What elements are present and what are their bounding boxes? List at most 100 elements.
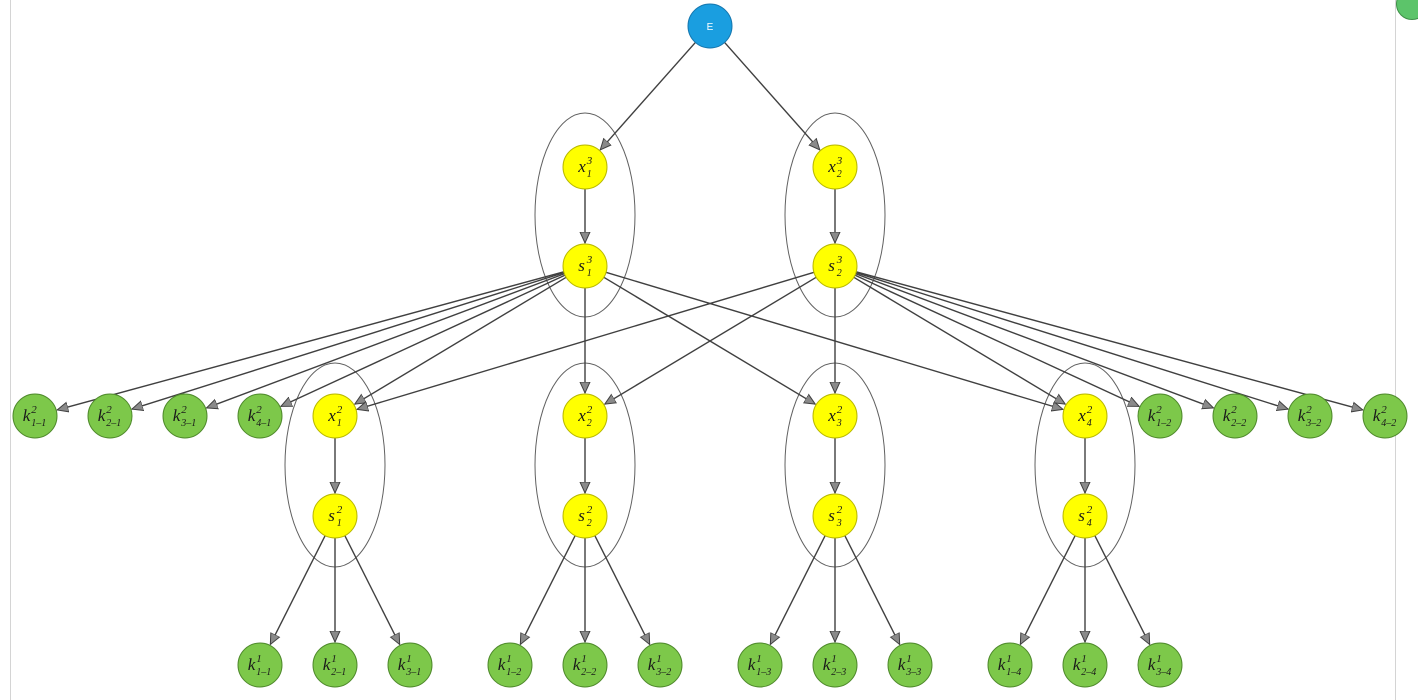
node-label-base: k — [573, 655, 581, 674]
edge-s1_3-to-x1_2 — [355, 276, 568, 404]
node-label-sup: 3 — [836, 155, 843, 167]
edge-s2_3-to-k2_2_2 — [854, 272, 1214, 408]
node-label-sub: 4 — [1087, 418, 1092, 429]
edge-s4_2-to-k1_1_4 — [1019, 534, 1077, 645]
edge-s2_3-to-x4_2 — [852, 276, 1065, 404]
node-label-sub: 2–4 — [1081, 667, 1096, 678]
node-label-base: x — [827, 157, 836, 176]
node-label-sup: 2 — [1306, 404, 1312, 416]
node-label-sub: 3–1 — [405, 667, 421, 678]
node-label-base: k — [648, 655, 656, 674]
edge-s2_3-to-k2_4_2 — [855, 270, 1363, 410]
edge-s1_3-to-k2_1_1 — [57, 270, 565, 410]
node-circle — [162, 393, 208, 439]
edge-s2_3-to-k2_1_2 — [853, 274, 1139, 407]
node-label-base: k — [1073, 655, 1081, 674]
node-label-base: s — [578, 506, 585, 525]
node-label-sub: 1–1 — [256, 667, 271, 678]
node-label-sub: 3–1 — [180, 418, 196, 429]
node-label-sup: 2 — [337, 404, 343, 416]
node-label-sup: 2 — [337, 504, 343, 516]
edge-s1_2-to-k1_1_1 — [269, 534, 327, 645]
node-circle — [12, 393, 58, 439]
node-label-base: k — [1148, 406, 1156, 425]
node-label-sup: 2 — [587, 504, 593, 516]
node-label-base: s — [328, 506, 335, 525]
node-label-base: x — [577, 157, 586, 176]
node-label-sub: 1–3 — [756, 667, 771, 678]
node-circle — [87, 393, 133, 439]
node-label-sub: 4–2 — [1381, 418, 1396, 429]
node-label-base: k — [898, 655, 906, 674]
node-label-sup: 1 — [1156, 653, 1162, 665]
node-circle — [987, 642, 1033, 688]
edge-s1_3-to-x3_2 — [602, 276, 815, 404]
node-circle — [487, 642, 533, 688]
left-border-line — [10, 0, 11, 700]
node-label-sup: 1 — [581, 653, 587, 665]
node-circle — [812, 243, 858, 289]
node-label-sub: 1–2 — [1156, 418, 1171, 429]
node-label-sup: 2 — [1156, 404, 1162, 416]
node-label-sub: 2–2 — [1231, 418, 1246, 429]
edge-s2_3-to-x2_2 — [605, 276, 818, 404]
node-label-sup: 1 — [256, 653, 262, 665]
node-label-sup: 2 — [837, 404, 843, 416]
node-label-sub: 4 — [1087, 518, 1092, 529]
edge-s3_2-to-k1_3_3 — [843, 534, 901, 645]
node-label-sup: 1 — [331, 653, 337, 665]
node-circle — [1062, 493, 1108, 539]
node-circle — [562, 493, 608, 539]
node-circle — [1062, 642, 1108, 688]
node-label-sub: 2 — [587, 418, 592, 429]
node-circle — [1362, 393, 1408, 439]
node-label-base: k — [498, 655, 506, 674]
node-label-base: s — [828, 256, 835, 275]
node-label-sup: 1 — [406, 653, 412, 665]
node-label-base: k — [1223, 406, 1231, 425]
node-circle — [1287, 393, 1333, 439]
node-label-base: k — [248, 655, 256, 674]
node-label-sub: 2–1 — [331, 667, 346, 678]
node-circle — [812, 642, 858, 688]
edge-s2_3-to-k2_3_2 — [854, 271, 1288, 409]
edge-s1_3-to-k2_2_1 — [132, 271, 566, 409]
node-label-base: k — [1148, 655, 1156, 674]
node-circle — [237, 642, 283, 688]
node-label-sub: 1 — [587, 169, 592, 180]
node-circle — [1062, 393, 1108, 439]
node-circle — [1137, 642, 1183, 688]
node-label-sub: 2–3 — [831, 667, 846, 678]
node-label: E — [707, 22, 714, 33]
node-label-base: k — [23, 406, 31, 425]
node-label-base: k — [323, 655, 331, 674]
node-label-base: s — [578, 256, 585, 275]
node-label-sub: 3–3 — [905, 667, 921, 678]
edge-s1_3-to-x4_2 — [604, 271, 1063, 409]
node-label-sup: 2 — [256, 404, 262, 416]
node-circle — [562, 144, 608, 190]
node-label-sub: 1–4 — [1006, 667, 1021, 678]
node-label-base: s — [1078, 506, 1085, 525]
node-label-sup: 1 — [506, 653, 512, 665]
right-border-line — [1395, 0, 1396, 700]
node-circle — [812, 493, 858, 539]
node-label-base: x — [827, 406, 836, 425]
edge-s2_2-to-k1_3_2 — [593, 534, 651, 645]
